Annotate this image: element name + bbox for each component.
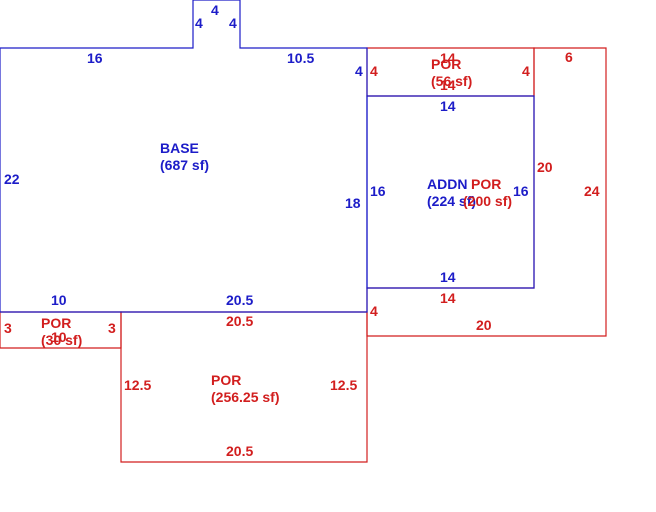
dim-por-left-left: 3 — [4, 320, 12, 336]
dim-por-right-left-lower: 4 — [370, 303, 378, 319]
dim-por-right-outer: 24 — [584, 183, 600, 199]
dim-base-right-upper: 4 — [355, 63, 363, 79]
porch-right-outline — [366, 47, 607, 337]
porch-left-name: POR — [41, 315, 71, 331]
addition-outline — [366, 95, 535, 289]
dim-por-bottom-bottom: 20.5 — [226, 443, 253, 459]
dim-por-right-bottom-edge: 14 — [440, 290, 456, 306]
dim-base-top-right: 10.5 — [287, 50, 314, 66]
dim-addn-top: 14 — [440, 98, 456, 114]
dim-base-left: 22 — [4, 171, 20, 187]
porch-left-area: (30 sf) — [41, 332, 82, 348]
dim-bump-right: 4 — [229, 15, 237, 31]
base-outline — [0, 0, 368, 313]
dim-addn-left: 16 — [370, 183, 386, 199]
porch-right-area: (200 sf) — [463, 193, 512, 209]
porch-top-area: (56 sf) — [431, 73, 472, 89]
dim-addn-right: 16 — [513, 183, 529, 199]
base-area: (687 sf) — [160, 157, 209, 173]
porch-bottom-name: POR — [211, 372, 241, 388]
porch-top-name: POR — [431, 56, 461, 72]
dim-bump-top: 4 — [211, 2, 219, 18]
dim-por-right-top: 6 — [565, 49, 573, 65]
dim-por-bottom-top: 20.5 — [226, 313, 253, 329]
addition-area: (224 sf) — [427, 193, 476, 209]
dim-por-top-left: 4 — [370, 63, 378, 79]
dim-bump-left: 4 — [195, 15, 203, 31]
dim-por-right-inner: 20 — [537, 159, 553, 175]
porch-right-name: POR — [471, 176, 501, 192]
base-name: BASE — [160, 140, 199, 156]
dim-por-top-right: 4 — [522, 63, 530, 79]
dim-por-left-top: 10 — [51, 329, 67, 345]
dim-addn-bottom: 14 — [440, 269, 456, 285]
porch-bottom-area: (256.25 sf) — [211, 389, 279, 405]
dim-por-right-bottom: 20 — [476, 317, 492, 333]
dim-base-right-lower: 18 — [345, 195, 361, 211]
dim-por-top-b: 14 — [440, 77, 456, 93]
dim-por-bottom-right: 12.5 — [330, 377, 357, 393]
addition-name: ADDN — [427, 176, 467, 192]
dim-por-bottom-left: 12.5 — [124, 377, 151, 393]
dim-base-bottom-left: 10 — [51, 292, 67, 308]
dim-por-left-right: 3 — [108, 320, 116, 336]
dim-por-top-a: 14 — [440, 50, 456, 66]
dim-base-top-left: 16 — [87, 50, 103, 66]
dim-base-bottom-right: 20.5 — [226, 292, 253, 308]
